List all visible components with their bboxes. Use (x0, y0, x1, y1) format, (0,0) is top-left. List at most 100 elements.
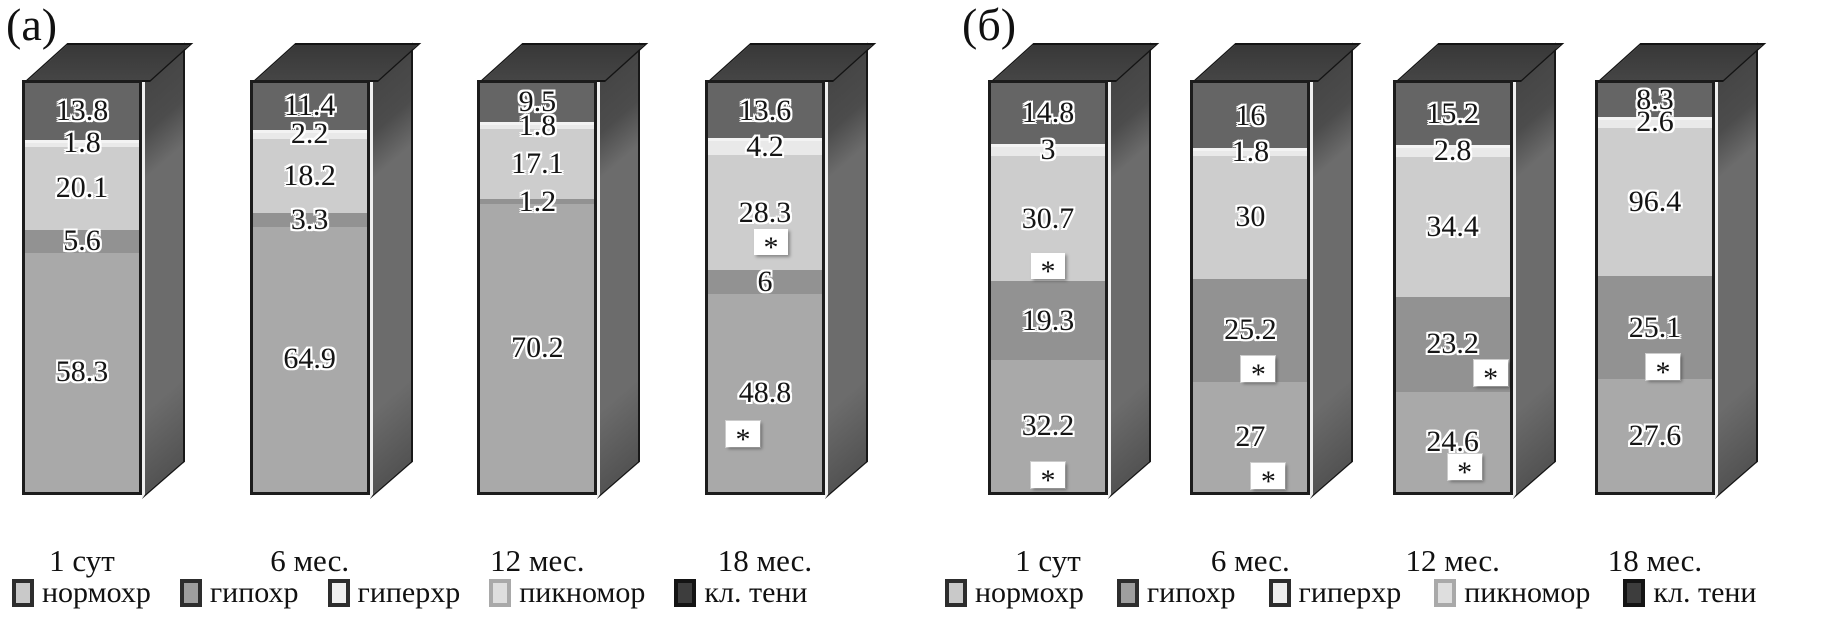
segment-value: 9.5 (518, 85, 557, 119)
segment-гиперхр: 96.4 (1597, 127, 1712, 277)
legend-swatch-icon (1623, 579, 1646, 607)
panel-label-b: (б) (962, 0, 1017, 50)
segment-value: 1.8 (63, 126, 101, 160)
category-label-6 мес.: 6 мес. (1210, 543, 1290, 578)
segment-гипохр: 25.2 * (1193, 278, 1308, 390)
bar-b-18 мес.: 27.625.1*96.42.68.318 мес. (1594, 42, 1767, 578)
star-glyph: * (1457, 455, 1473, 489)
segment-кл. тени: 8.3 (1597, 83, 1712, 117)
segment-кл. тени: 16 (1193, 83, 1308, 149)
legend-item-кл. тени: кл. тени (1623, 576, 1757, 610)
bar-b-12 мес.: 24.6*23.2*34.42.815.212 мес. (1392, 42, 1564, 578)
segment-value: 32.2 (1021, 409, 1075, 443)
bar-side-face (142, 42, 185, 500)
star-glyph: * (1260, 464, 1276, 498)
segment-гипохр: 6 (707, 267, 822, 297)
legend-label: пикномор (1464, 576, 1591, 609)
legend-swatch-icon (1268, 579, 1291, 607)
legend-item-кл. тени: кл. тени (674, 576, 808, 610)
significance-star: * (1241, 356, 1276, 390)
segment-пикномор: 1.8 (1193, 137, 1308, 167)
segment-нормохр: 64.9 (252, 226, 367, 492)
segment-value: 17.1 (511, 147, 564, 181)
segment-value: 11.4 (283, 89, 336, 123)
segment-value: 27 (1235, 419, 1266, 453)
segment-нормохр: 48.8* (707, 294, 822, 492)
significance-star: * (1645, 353, 1680, 387)
segment-value: 70.2 (511, 331, 564, 365)
significance-star: * (1447, 453, 1482, 487)
significance-star: * (1473, 360, 1508, 394)
segment-value: 28.3 (738, 195, 792, 229)
legend-swatch-icon (945, 579, 967, 607)
bar-side-face (1310, 42, 1354, 500)
segment-гиперхр: 30 (1193, 155, 1308, 279)
significance-star: * (753, 228, 788, 262)
legend-item-гиперхр: гиперхр (327, 576, 460, 610)
legend-item-нормохр: нормохр (12, 576, 151, 610)
segment-value: 23.2 (1426, 327, 1479, 361)
bar-a-12 мес.: 70.2 1.2 17.1 1.89.5 12 мес. (477, 42, 649, 578)
legend-label: гиперхр (1298, 576, 1402, 609)
bar-side-face (824, 42, 868, 500)
segment-кл. тени: 13.8 (25, 83, 139, 140)
segment-value: 4.2 (746, 129, 784, 163)
segment-нормохр: 24.6* (1395, 391, 1510, 492)
segment-value: 5.6 (63, 224, 101, 258)
segment-нормохр: 32.2 * (991, 360, 1105, 496)
star-glyph: * (1483, 362, 1499, 396)
segment-value: 30 (1235, 200, 1266, 234)
bar-side-face (597, 42, 641, 500)
bar-side-face (1512, 42, 1556, 500)
segment-value: 13.6 (738, 93, 792, 127)
category-label-1 сут: 1 сут (49, 543, 115, 578)
star-glyph: * (1655, 355, 1671, 389)
star-glyph: * (735, 423, 751, 457)
bar-side-face (1108, 42, 1151, 500)
significance-star: * (1031, 252, 1065, 286)
segment-value: 96.4 (1628, 185, 1682, 219)
segment-value: 58.3 (55, 355, 109, 389)
segment-value: 24.6 (1426, 424, 1479, 458)
bar-a-1 сут: 58.35.620.11.813.81 сут (22, 42, 194, 578)
segment-нормохр: 58.3 (25, 252, 139, 492)
segment-гипохр: 19.3 (991, 281, 1105, 361)
segment-value: 13.8 (55, 94, 109, 128)
segment-гипохр: 3.3 (252, 204, 367, 234)
segment-пикномор: 1.8 (25, 128, 139, 158)
segment-value: 25.2 (1224, 313, 1277, 347)
category-label-12 мес.: 12 мес. (490, 543, 585, 578)
segment-пикномор: 1.8 (480, 110, 595, 140)
category-label-12 мес.: 12 мес. (1405, 543, 1500, 578)
category-label-6 мес.: 6 мес. (270, 543, 350, 578)
category-label-18 мес.: 18 мес. (717, 543, 813, 578)
segment-гипохр: 1.2 (480, 186, 595, 216)
segment-гипохр: 23.2* (1395, 296, 1510, 394)
segment-пикномор: 2.8 (1395, 135, 1510, 165)
segment-нормохр: 70.2 (480, 204, 595, 492)
segment-гиперхр: 18.2 (252, 138, 367, 214)
legend-swatch-icon (1116, 579, 1139, 607)
star-glyph: * (1040, 464, 1056, 498)
legend-item-гипохр: гипохр (179, 576, 299, 610)
segment-value: 1.8 (518, 108, 557, 142)
legend-item-пикномор: пикномор (489, 576, 645, 610)
legend-swatch-icon (327, 579, 350, 607)
star-glyph: * (763, 230, 779, 264)
bar-a-18 мес.: 48.8*628.3*4.213.618 мес. (704, 42, 877, 578)
bar-a-6 мес.: 64.93.318.22.211.4 6 мес. (249, 42, 421, 578)
segment-пикномор: 2.6 (1597, 107, 1712, 137)
significance-star: * (1031, 462, 1065, 496)
bar-b-6 мес.: 27 * 25.2 * 30 1.816 6 мес. (1190, 42, 1362, 578)
segment-value: 25.1 (1628, 310, 1682, 344)
